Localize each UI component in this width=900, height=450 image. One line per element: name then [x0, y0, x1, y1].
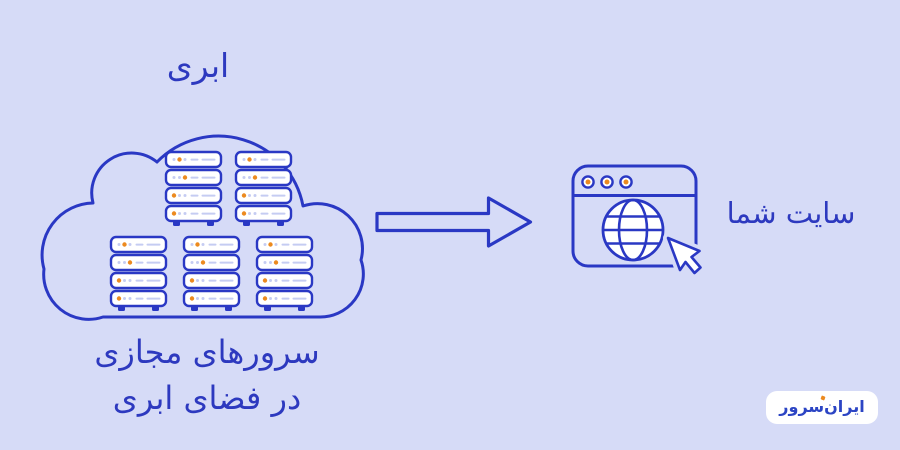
server-rack-icon — [164, 150, 223, 226]
arrow-right-icon — [375, 196, 533, 248]
mouse-cursor-icon — [663, 233, 706, 278]
caption-line-2: در فضای ابری — [112, 379, 302, 417]
server-rack-icon — [234, 150, 293, 226]
server-rack-icon — [109, 235, 168, 311]
cloud-caption: سرورهای مجازی در فضای ابری — [32, 329, 382, 421]
server-rack-icon — [255, 235, 314, 311]
server-rack-icon — [182, 235, 241, 311]
site-label: سایت شما — [726, 196, 856, 230]
iranserver-logo: ایران‌سرور — [766, 391, 878, 424]
window-control-dots-icon — [581, 175, 633, 189]
browser-window-icon — [571, 164, 706, 278]
cloud-label: ابری — [166, 46, 230, 85]
logo-text: ایران‌سرور — [779, 397, 865, 416]
globe-icon — [601, 198, 665, 262]
server-racks-group — [109, 150, 314, 311]
caption-line-1: سرورهای مجازی — [94, 333, 320, 371]
